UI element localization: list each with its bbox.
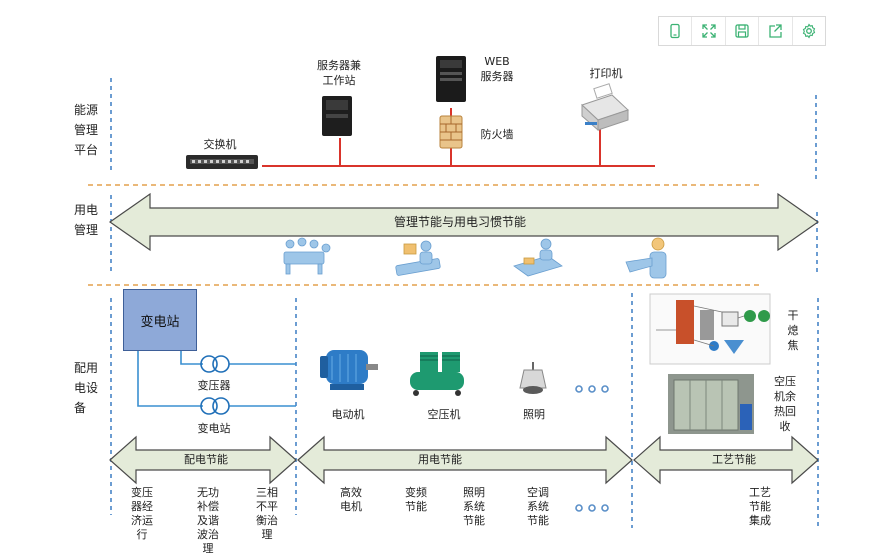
workstation-tower-icon xyxy=(322,96,352,136)
management-arrow xyxy=(108,192,820,252)
use-item-efficient-motor: 高效 电机 xyxy=(340,486,362,513)
switch-label: 交换机 xyxy=(203,138,237,151)
dist-item-reactive-compensation: 无功 补偿 及谐 波治 理 xyxy=(197,486,219,555)
toolbar xyxy=(658,16,826,46)
printer-label: 打印机 xyxy=(589,67,623,80)
dist-savings-label: 配电节能 xyxy=(184,453,228,466)
substation-box: 变电站 xyxy=(123,289,197,351)
meeting-people-icon xyxy=(283,237,331,275)
motor-icon xyxy=(320,350,378,390)
dist-savings-arrow xyxy=(109,435,297,485)
more-savings-dots xyxy=(575,504,609,512)
air-compressor-icon xyxy=(410,352,464,396)
process-item-integration: 工艺 节能 集成 xyxy=(749,486,771,527)
substation-symbol xyxy=(200,397,230,415)
process-savings-arrow xyxy=(633,435,819,485)
save-button[interactable] xyxy=(726,17,760,45)
use-item-hvac-saving: 空调 系统 节能 xyxy=(527,486,549,527)
firewall-icon xyxy=(439,115,463,149)
mobile-view-button[interactable] xyxy=(659,17,693,45)
use-savings-arrow xyxy=(297,435,633,485)
management-section-label: 用电 管理 xyxy=(74,203,99,237)
printer-icon xyxy=(581,83,629,132)
firewall-label: 防火墙 xyxy=(480,128,514,141)
platform-section-label: 能源 管理 平台 xyxy=(74,103,99,157)
compressor-heat-recovery-image xyxy=(668,374,754,434)
lamp-icon xyxy=(519,362,547,394)
fullscreen-button[interactable] xyxy=(692,17,726,45)
use-savings-label: 用电节能 xyxy=(418,453,462,466)
heat-recovery-label: 空压 机余 热回 收 xyxy=(774,375,796,433)
switch-icon xyxy=(186,155,258,169)
worker-desk-icon xyxy=(395,240,441,276)
share-icon xyxy=(769,24,783,38)
web-server-icon xyxy=(436,56,466,102)
transformer-symbol xyxy=(200,355,230,373)
dry-quenching-process-image xyxy=(649,293,771,365)
standing-engineer-icon xyxy=(625,237,667,279)
transformer-label: 变压器 xyxy=(197,379,231,392)
dist-item-transformer-economy: 变压 器经 济运 行 xyxy=(131,486,153,541)
lighting-label: 照明 xyxy=(523,408,545,421)
web-server-label: WEB 服务器 xyxy=(480,55,514,83)
motor-label: 电动机 xyxy=(331,408,365,421)
settings-button[interactable] xyxy=(793,17,825,45)
substation-label: 变电站 xyxy=(197,422,231,435)
dry-quenching-label: 干 熄 焦 xyxy=(787,309,799,352)
compressor-label: 空压机 xyxy=(427,408,461,421)
dist-item-three-phase-balance: 三相 不平 衡治 理 xyxy=(256,486,278,541)
phone-icon xyxy=(670,23,680,39)
server-workstation-label: 服务器兼 工作站 xyxy=(317,59,361,87)
layer-separators xyxy=(88,184,760,286)
desk-reading-icon xyxy=(513,238,563,277)
management-arrow-label: 管理节能与用电习惯节能 xyxy=(393,215,526,229)
gear-icon xyxy=(802,23,816,39)
share-button[interactable] xyxy=(759,17,793,45)
process-savings-label: 工艺节能 xyxy=(712,453,756,466)
use-item-lighting-saving: 照明 系统 节能 xyxy=(463,486,485,527)
power-wires xyxy=(137,349,296,407)
use-item-vfd-saving: 变频 节能 xyxy=(405,486,427,513)
save-icon xyxy=(735,24,749,38)
more-equipment-dots xyxy=(575,385,609,393)
fullscreen-icon xyxy=(701,24,716,38)
equipment-section-label: 配用 电设 备 xyxy=(74,361,99,415)
